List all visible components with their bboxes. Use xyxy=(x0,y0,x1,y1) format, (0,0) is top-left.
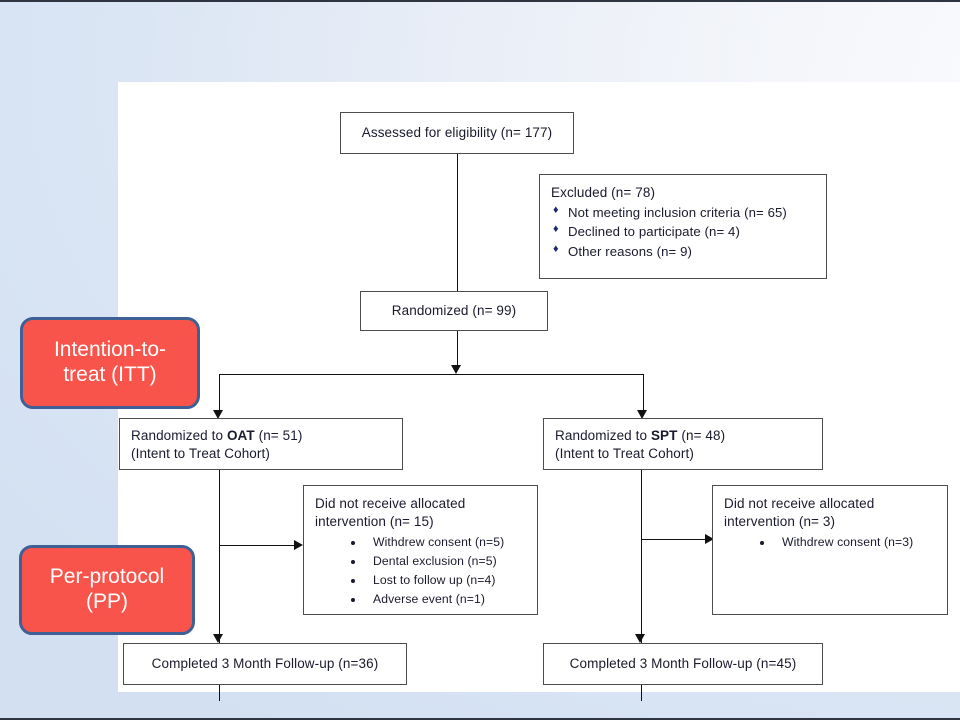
box-oat-completed: Completed 3 Month Follow-up (n=36) xyxy=(123,643,407,685)
list-item: Dental exclusion (n=5) xyxy=(349,552,526,571)
spt-arm-code: SPT xyxy=(650,428,678,443)
connector-oat-spine xyxy=(219,470,220,645)
box-randomized-to-spt: Randomized to SPT (n= 48) (Intent to Tre… xyxy=(543,418,823,470)
connector-split-left-drop xyxy=(219,374,220,412)
connector-assessed-to-randomized xyxy=(457,154,458,298)
spt-line-1: Randomized to SPT (n= 48) xyxy=(555,427,811,445)
list-item: Not meeting inclusion criteria (n= 65) xyxy=(551,202,815,222)
box-assessed-for-eligibility: Assessed for eligibility (n= 177) xyxy=(340,112,574,154)
box-spt-completed: Completed 3 Month Follow-up (n=45) xyxy=(543,643,823,685)
assessed-label: Assessed for eligibility (n= 177) xyxy=(361,125,553,141)
oat-not-received-line-1: Did not receive allocated xyxy=(315,496,466,511)
box-oat-not-received: Did not receive allocated intervention (… xyxy=(303,485,538,615)
excluded-reason-list: Not meeting inclusion criteria (n= 65) D… xyxy=(551,202,815,261)
box-randomized-to-oat: Randomized to OAT (n= 51) (Intent to Tre… xyxy=(119,418,403,470)
arrow-into-oat-box xyxy=(213,410,223,419)
connector-oat-completed-down-stub xyxy=(219,685,220,701)
spt-not-received-list: Withdrew consent (n=3) xyxy=(724,533,936,552)
arrow-oat-to-not-received xyxy=(294,540,303,550)
callout-intention-to-treat: Intention-to- treat (ITT) xyxy=(20,317,200,409)
box-randomized: Randomized (n= 99) xyxy=(360,291,548,331)
list-item: Withdrew consent (n=3) xyxy=(758,533,936,552)
callout-per-protocol: Per-protocol (PP) xyxy=(19,545,195,635)
arrow-into-spt-box xyxy=(637,410,647,419)
spt-not-received-line-1: Did not receive allocated xyxy=(724,496,875,511)
connector-spt-spine xyxy=(641,470,642,645)
pp-line-1: Per-protocol xyxy=(49,565,165,589)
list-item: Other reasons (n= 9) xyxy=(551,241,815,261)
spt-not-received-line-2: intervention (n= 3) xyxy=(724,513,836,529)
oat-not-received-line-2: intervention (n= 15) xyxy=(315,513,434,529)
itt-line-2: treat (ITT) xyxy=(63,363,157,386)
box-spt-not-received: Did not receive allocated intervention (… xyxy=(712,485,948,615)
excluded-title: Excluded (n= 78) xyxy=(551,185,656,200)
arrow-randomized-down xyxy=(451,365,461,374)
connector-oat-to-not-received xyxy=(219,545,296,546)
oat-line-2: (Intent to Treat Cohort) xyxy=(131,445,270,461)
pp-callout-text: Per-protocol (PP) xyxy=(50,565,164,615)
connector-spt-completed-down-stub xyxy=(641,685,642,701)
arrow-spt-to-not-received xyxy=(705,534,714,544)
pp-line-2: (PP) xyxy=(85,590,128,613)
oat-suffix: (n= 51) xyxy=(254,428,303,443)
connector-randomized-down xyxy=(457,331,458,367)
connector-spt-to-not-received xyxy=(641,539,707,540)
oat-prefix: Randomized to xyxy=(131,428,227,443)
connector-split-right-drop xyxy=(643,374,644,412)
flowchart-image-panel: Assessed for eligibility (n= 177) Exclud… xyxy=(118,82,960,701)
spt-line-2: (Intent to Treat Cohort) xyxy=(555,445,694,461)
spt-completed-label: Completed 3 Month Follow-up (n=45) xyxy=(569,656,797,672)
list-item: Lost to follow up (n=4) xyxy=(349,571,526,590)
randomized-label: Randomized (n= 99) xyxy=(391,303,517,319)
oat-line-1: Randomized to OAT (n= 51) xyxy=(131,427,391,445)
box-excluded: Excluded (n= 78) Not meeting inclusion c… xyxy=(539,174,827,279)
list-item: Declined to participate (n= 4) xyxy=(551,221,815,241)
oat-not-received-list: Withdrew consent (n=5) Dental exclusion … xyxy=(315,533,526,609)
oat-completed-label: Completed 3 Month Follow-up (n=36) xyxy=(151,656,379,672)
itt-callout-text: Intention-to- treat (ITT) xyxy=(54,338,166,388)
arrow-oat-to-completed xyxy=(213,634,223,643)
connector-split-bar xyxy=(219,374,644,375)
oat-arm-code: OAT xyxy=(226,428,255,443)
list-item: Adverse event (n=1) xyxy=(349,590,526,609)
itt-line-1: Intention-to- xyxy=(53,338,167,362)
spt-suffix: (n= 48) xyxy=(677,428,726,443)
spt-prefix: Randomized to xyxy=(555,428,651,443)
list-item: Withdrew consent (n=5) xyxy=(349,533,526,552)
arrow-spt-to-completed xyxy=(635,634,645,643)
